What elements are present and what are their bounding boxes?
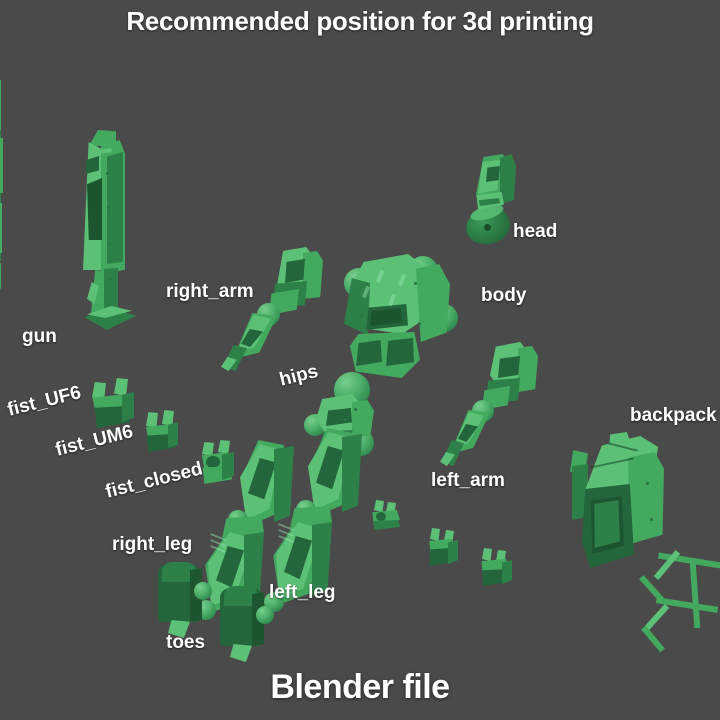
- part-small-fist-b: [424, 528, 464, 572]
- part-left-arm: [438, 338, 548, 478]
- label-gun: gun: [22, 326, 57, 347]
- part-clipped-left-edge: [0, 70, 12, 295]
- label-head: head: [513, 221, 558, 242]
- part-fist-uf6: [88, 378, 144, 432]
- part-backpack: [568, 428, 688, 578]
- joint-sphere: [194, 582, 212, 600]
- footer-caption: Blender file: [270, 668, 450, 706]
- label-right-leg: right_leg: [112, 534, 193, 555]
- joint-sphere: [256, 606, 274, 624]
- part-gun: [60, 130, 140, 330]
- part-small-fist-c: [476, 548, 518, 592]
- label-left-leg: left_leg: [269, 582, 336, 603]
- page-title: Recommended position for 3d printing: [126, 6, 594, 36]
- part-fist-closed: [196, 440, 242, 492]
- label-toes: toes: [166, 632, 206, 653]
- label-fist-uf6: fist_UF6: [5, 382, 84, 421]
- label-right-arm: right_arm: [166, 281, 254, 302]
- part-head: [461, 150, 534, 250]
- part-right-leg: [196, 440, 330, 640]
- part-toes-left: [218, 584, 288, 679]
- label-backpack: backpack: [630, 405, 717, 426]
- part-body: [330, 248, 470, 388]
- part-right-arm: [215, 245, 335, 385]
- part-fist-um6: [140, 410, 188, 458]
- label-fist-closed: fist_closed: [103, 458, 205, 503]
- part-left-leg: [264, 428, 396, 628]
- label-left-arm: left_arm: [431, 470, 505, 491]
- label-body: body: [481, 285, 527, 306]
- part-frame-bottom-right: [639, 550, 720, 682]
- part-toes-right: [156, 560, 226, 650]
- part-small-fist-a: [368, 500, 408, 540]
